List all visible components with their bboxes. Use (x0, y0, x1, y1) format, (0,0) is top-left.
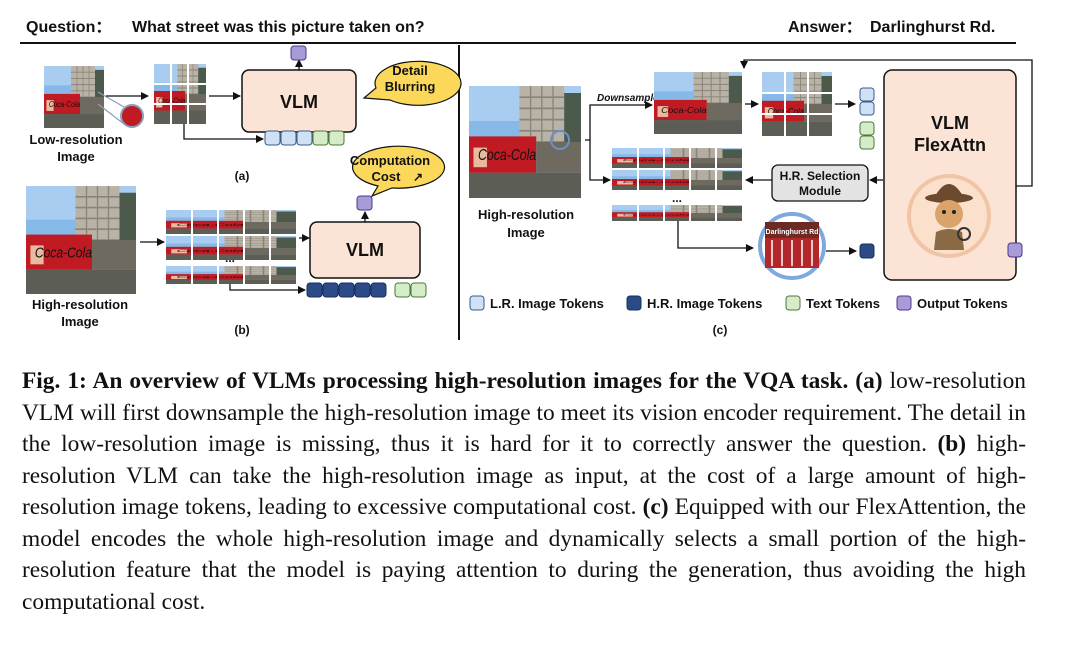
high-res-caption-b-line1: High-resolution (32, 297, 128, 312)
lr-token (264, 130, 281, 146)
caption-c-text: Equipped with our FlexAttention, the mod… (22, 494, 1026, 615)
legend-label-lr: L.R. Image Tokens (490, 296, 604, 311)
focus-circle (550, 130, 570, 150)
legend-label-hr: H.R. Image Tokens (647, 296, 762, 311)
hr-token (370, 282, 387, 298)
low-res-caption-line1: Low-resolution (29, 132, 122, 147)
hr-selection-module (771, 164, 869, 202)
lr-token (280, 130, 297, 146)
patched-downsampled-image (762, 72, 832, 136)
detail-blurring-callout (362, 60, 462, 106)
text-token (394, 282, 411, 298)
caption-b-text: high-resolution VLM can take the high-re… (22, 431, 1026, 520)
panel-a: Low-resolution Image VLM Detail Blurring (29, 45, 462, 183)
zoom-sign-text: Darlinghurst Rd (766, 229, 819, 236)
legend-label-output: Output Tokens (917, 296, 1008, 311)
selection-line1: H.R. Selection (780, 169, 861, 183)
hr-token (322, 282, 339, 298)
text-token (859, 135, 875, 150)
output-token-c (1007, 242, 1023, 258)
patch-grid-b (166, 210, 296, 284)
question-text: What street was this picture taken on? (132, 19, 425, 36)
answer-text: Darlinghurst Rd. (870, 19, 995, 36)
question-label: Question： (26, 19, 111, 36)
low-res-caption-line2: Image (57, 149, 95, 164)
legend-swatch-hr (626, 295, 642, 311)
hr-token (306, 282, 323, 298)
legend: L.R. Image Tokens H.R. Image Tokens Text… (469, 295, 1008, 311)
flexattn-line1: VLM (931, 113, 969, 133)
legend-swatch-output (896, 295, 912, 311)
callout-a-line2: Blurring (385, 79, 436, 94)
figure-caption: Fig. 1: An overview of VLMs processing h… (22, 366, 1026, 618)
computation-cost-callout (351, 145, 446, 198)
hr-token (354, 282, 371, 298)
downsample-label: Downsample (597, 93, 659, 104)
caption-a-text: low-resolution VLM will first downsample… (22, 368, 1026, 457)
flexattn-line2: FlexAttn (914, 135, 986, 155)
text-token (328, 130, 345, 146)
token-column-c (859, 87, 875, 150)
caption-a-label: (a) (855, 368, 883, 394)
sublabel-c: (c) (713, 323, 728, 337)
callout-b-line2: Cost (372, 169, 402, 184)
high-res-image-c (469, 86, 581, 198)
high-res-image-b (26, 186, 136, 294)
high-res-caption-c-line1: High-resolution (478, 207, 574, 222)
detective-mascot-icon (907, 174, 991, 258)
text-token (312, 130, 329, 146)
caption-fig-label: Fig. 1: An overview of VLMs processing h… (22, 368, 849, 394)
caption-c-label: (c) (642, 494, 669, 520)
lr-token (859, 101, 875, 116)
panel-b: High-resolution Image ... VLM Computatio… (26, 145, 446, 337)
legend-swatch-text (785, 295, 801, 311)
vlm-label-a: VLM (280, 92, 318, 112)
figure-1: Coca-Cola Question： What street was this… (20, 19, 1033, 340)
token-row-b (306, 282, 427, 298)
text-token (859, 121, 875, 136)
output-token-b (356, 195, 373, 211)
cost-up-icon: ↗ (413, 170, 423, 184)
vlm-label-b: VLM (346, 240, 384, 260)
zoom-circle (120, 104, 144, 128)
sublabel-b: (b) (234, 323, 249, 337)
ellipsis-c: ... (672, 191, 682, 205)
high-res-caption-b-line2: Image (61, 314, 99, 329)
ellipsis-b: ... (225, 251, 235, 265)
callout-a-line1: Detail (392, 63, 427, 78)
lr-token (859, 87, 875, 102)
legend-label-text: Text Tokens (806, 296, 880, 311)
hr-token (338, 282, 355, 298)
output-token-a (290, 45, 307, 61)
lr-token (296, 130, 313, 146)
low-res-image (44, 66, 104, 128)
token-row-a (264, 130, 345, 146)
text-token (410, 282, 427, 298)
patch-grid-c (612, 148, 742, 221)
selection-line2: Module (799, 184, 841, 198)
sublabel-a: (a) (235, 169, 250, 183)
downsampled-image (654, 72, 742, 134)
panel-c: High-resolution Image Downsample (469, 59, 1033, 337)
hr-token (859, 243, 875, 259)
patched-image (154, 64, 206, 124)
answer-label: Answer： (788, 19, 862, 36)
legend-swatch-lr (469, 295, 485, 311)
callout-b-line1: Computation (350, 153, 430, 168)
caption-b-label: (b) (937, 431, 967, 457)
high-res-caption-c-line2: Image (507, 225, 545, 240)
